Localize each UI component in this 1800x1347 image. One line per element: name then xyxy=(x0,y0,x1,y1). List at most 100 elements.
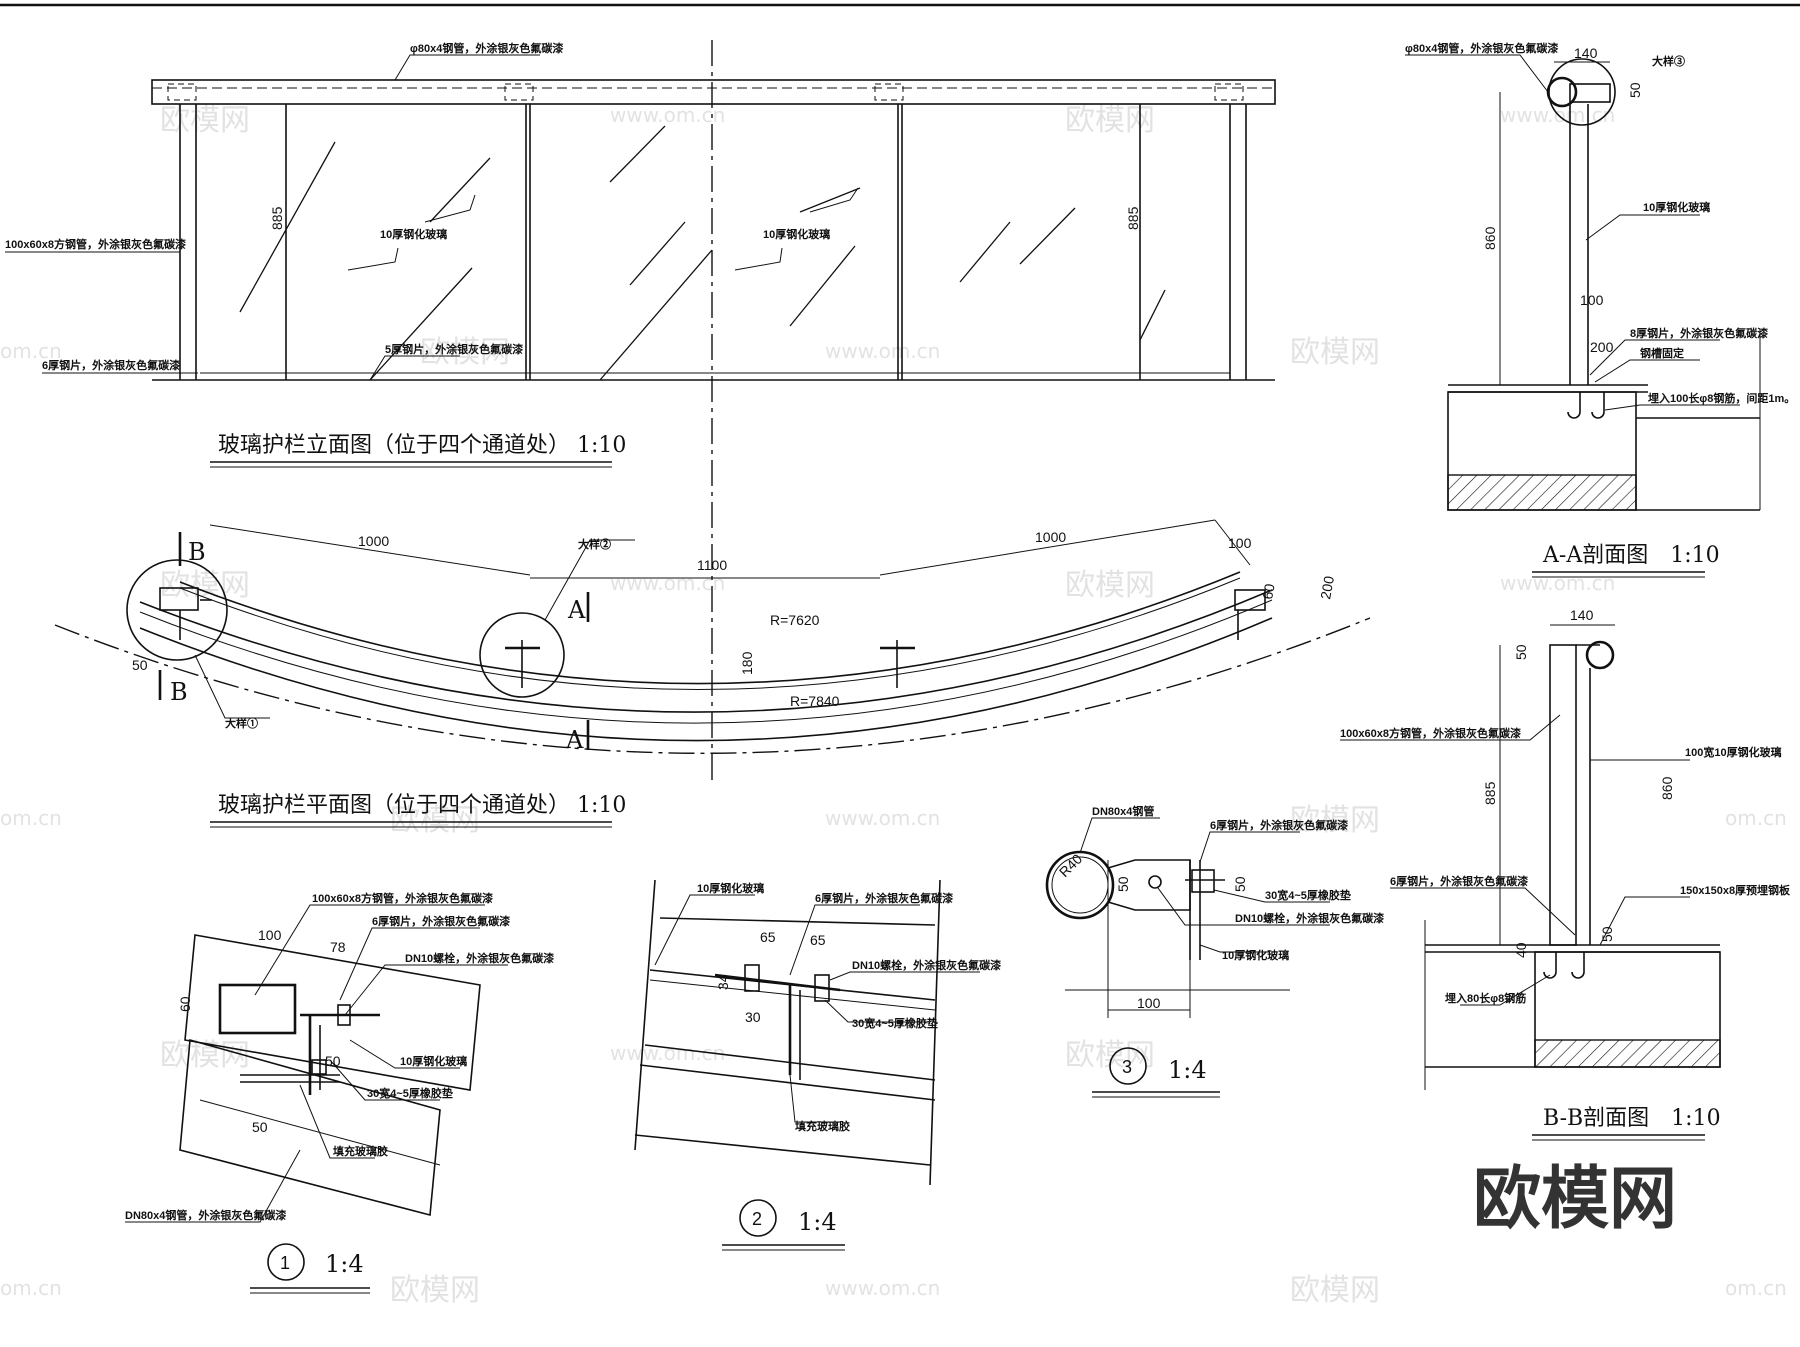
label-plate: 6厚钢片，外涂银灰色氟碳漆 xyxy=(42,358,180,372)
plan-radius-outer: R=7840 xyxy=(790,693,840,709)
watermark-short: om.cn xyxy=(1725,1276,1787,1300)
bb-title: B-B剖面图 1:10 xyxy=(1543,1106,1721,1131)
bb-label-base: 150x150x8厚预埋钢板 xyxy=(1680,883,1791,897)
d3-number: 3 xyxy=(1122,1057,1132,1077)
elevation-view: φ80x4钢管，外涂银灰色氟碳漆 100x60x8方钢管，外涂银灰色氟碳漆 6厚… xyxy=(5,40,1276,780)
bb-dim-860: 860 xyxy=(1659,776,1675,800)
dim-height-right: 885 xyxy=(1125,206,1141,230)
elevation-handrail xyxy=(151,79,1276,105)
d3-label-plate: 6厚钢片，外涂银灰色氟碳漆 xyxy=(1210,818,1348,832)
dim-plan-50: 50 xyxy=(132,657,148,673)
d2-dim-30: 30 xyxy=(745,1009,761,1025)
d2-dim-65-b: 65 xyxy=(810,932,826,948)
aa-dim-100: 100 xyxy=(1580,292,1604,308)
aa-dim-140: 140 xyxy=(1574,45,1598,61)
section-mark-a-bottom: A xyxy=(565,726,584,754)
dim-plan-100: 100 xyxy=(1228,535,1252,551)
watermark-logo: 欧模网 xyxy=(420,335,510,370)
dim-height-left: 885 xyxy=(269,206,285,230)
d2-dim-65-a: 65 xyxy=(760,929,776,945)
aa-detail-ref: 大样③ xyxy=(1652,54,1685,68)
watermark-logo: 欧模网 xyxy=(1290,803,1380,838)
watermark-short: om.cn xyxy=(0,1276,62,1300)
watermark-logo: 欧模网 xyxy=(1065,568,1155,603)
aa-dim-50: 50 xyxy=(1627,82,1643,98)
d3-label-gap: 30宽4~5厚橡胶垫 xyxy=(1265,888,1351,902)
dim-plan-180: 180 xyxy=(739,651,755,675)
aa-dim-860: 860 xyxy=(1482,226,1498,250)
watermark-url: www.om.cn xyxy=(610,103,725,127)
d3-dim-r40: R40 xyxy=(1056,850,1086,880)
bb-label-plate: 6厚钢片，外涂银灰色氟碳漆 xyxy=(1390,874,1528,888)
d1-scale: 1:4 xyxy=(325,1250,364,1278)
d2-scale: 1:4 xyxy=(798,1208,837,1236)
d2-number: 2 xyxy=(752,1209,762,1229)
bb-dim-40: 40 xyxy=(1513,942,1529,958)
plan-glass-line xyxy=(179,571,1241,685)
aa-label-anchor: 埋入100长φ8钢筋，间距1m。 xyxy=(1648,391,1795,405)
plan-outer-rail xyxy=(139,589,1273,713)
bb-dim-140: 140 xyxy=(1570,607,1594,623)
elevation-glass-panels xyxy=(285,104,1141,380)
watermark-url: www.om.cn xyxy=(610,571,725,595)
d3-label-rail: DN80x4钢管 xyxy=(1092,804,1154,818)
d1-post-section xyxy=(218,983,297,1035)
d2-label-glass: 10厚钢化玻璃 xyxy=(697,881,764,895)
label-glass-2: 10厚钢化玻璃 xyxy=(763,227,830,241)
label-handrail: φ80x4钢管，外涂银灰色氟碳漆 xyxy=(410,41,563,55)
detail-3: R40 50 50 100 DN80x4钢管 6厚钢片，外涂银灰色氟碳漆 30宽… xyxy=(1045,804,1384,1098)
d1-dim-60: 60 xyxy=(177,996,193,1012)
plan-clamp-2 xyxy=(880,640,915,688)
plan-clamp-1 xyxy=(479,612,565,698)
plan-post-left xyxy=(126,559,228,661)
watermark-url: www.om.cn xyxy=(825,1276,940,1300)
plan-view: 1000 1100 1000 100 60 200 180 50 R=7620 … xyxy=(54,519,1371,828)
plan-post-right xyxy=(1234,589,1266,640)
section-mark-b-bottom: B xyxy=(170,678,188,706)
d1-dim-50-b: 50 xyxy=(252,1119,268,1135)
d2-label-gap: 30宽4~5厚橡胶垫 xyxy=(852,1016,938,1030)
d3-dim-100: 100 xyxy=(1137,995,1161,1011)
glass-reflection-marks xyxy=(239,125,1166,381)
label-post: 100x60x8方钢管，外涂银灰色氟碳漆 xyxy=(5,237,186,251)
section-mark-b-top: B xyxy=(188,538,206,566)
watermark-logo: 欧模网 xyxy=(390,1273,480,1308)
watermark-url: www.om.cn xyxy=(825,806,940,830)
d3-label-glass: 10厚钢化玻璃 xyxy=(1222,948,1289,962)
dim-plan-1000-right: 1000 xyxy=(1035,529,1066,545)
label-base-channel: 5厚钢片，外涂银灰色氟碳漆 xyxy=(385,342,523,356)
elevation-title: 玻璃护栏立面图（位于四个通道处） 1:10 xyxy=(218,433,626,458)
d2-label-plate: 6厚钢片，外涂银灰色氟碳漆 xyxy=(815,891,953,905)
d3-dim-50-a: 50 xyxy=(1115,876,1131,892)
d1-label-post: 100x60x8方钢管，外涂银灰色氟碳漆 xyxy=(312,891,493,905)
bb-dim-50-bottom: 50 xyxy=(1599,926,1615,942)
bb-dim-885: 885 xyxy=(1482,781,1498,805)
watermark-logo: 欧模网 xyxy=(160,103,250,138)
d1-label-glass: 10厚钢化玻璃 xyxy=(400,1054,467,1068)
aa-label-plate: 8厚钢片，外涂银灰色氟碳漆 xyxy=(1630,326,1768,340)
bb-label-glass: 100宽10厚钢化玻璃 xyxy=(1685,745,1782,759)
d2-label-bolt: DN10螺栓，外涂银灰色氟碳漆 xyxy=(852,958,1001,972)
d2-label-glue: 填充玻璃胶 xyxy=(795,1119,850,1133)
section-aa: 140 860 100 200 50 φ80x4钢管，外涂银灰色氟碳漆 大样③ … xyxy=(1405,41,1795,578)
d1-label-glue: 填充玻璃胶 xyxy=(333,1144,388,1158)
plan-radius-inner: R=7620 xyxy=(770,612,820,628)
aa-title: A-A剖面图 1:10 xyxy=(1542,543,1720,568)
watermark-short: om.cn xyxy=(1725,806,1787,830)
watermark-url: www.om.cn xyxy=(1500,571,1615,595)
aa-label-glass: 10厚钢化玻璃 xyxy=(1643,200,1710,214)
d1-label-plate: 6厚钢片，外涂银灰色氟碳漆 xyxy=(372,914,510,928)
dim-plan-1000-left: 1000 xyxy=(358,533,389,549)
watermark-logo: 欧模网 xyxy=(1290,335,1380,370)
watermark-short: om.cn xyxy=(0,339,62,363)
watermarks: 欧模网 欧模网 www.om.cn www.om.cn om.cn 欧模网 ww… xyxy=(0,103,1787,1308)
d1-dim-78: 78 xyxy=(330,939,346,955)
dim-plan-60: 60 xyxy=(1259,582,1277,600)
aa-dim-200: 200 xyxy=(1590,339,1614,355)
section-bb: 140 885 860 50 40 50 100x60x8方钢管，外涂银灰色氟碳… xyxy=(1340,607,1791,1141)
plan-detail-2-callout: 大样② xyxy=(578,537,611,551)
d1-label-rail: DN80x4钢管，外涂银灰色氟碳漆 xyxy=(125,1208,286,1222)
d3-dim-50-b: 50 xyxy=(1232,876,1248,892)
section-mark-a-top: A xyxy=(567,596,586,624)
